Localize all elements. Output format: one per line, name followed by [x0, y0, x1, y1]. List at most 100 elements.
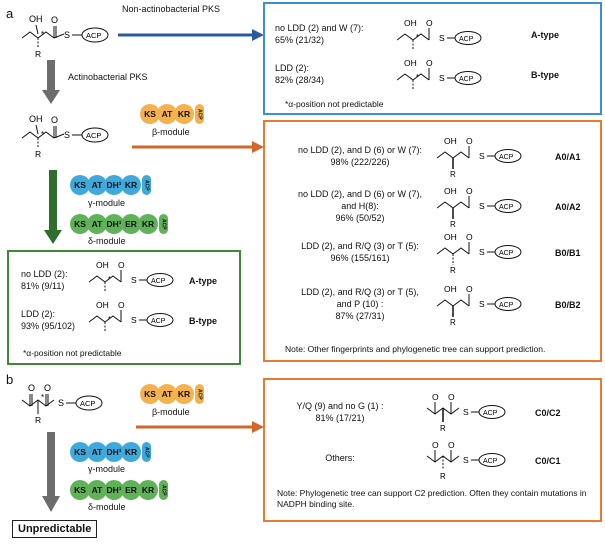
- er-domain: ER: [121, 480, 141, 500]
- at-domain: AT: [87, 480, 107, 500]
- blue-rule-2: LDD (2): 82% (28/34): [275, 63, 325, 85]
- start-molecule-b: O R * O S ACP: [21, 383, 103, 425]
- svg-text:OH: OH: [444, 186, 457, 196]
- orange-type-a0a2: A0/A2: [555, 202, 581, 212]
- svg-text:O: O: [466, 136, 473, 146]
- svg-text:OH: OH: [96, 300, 109, 310]
- svg-text:O: O: [432, 440, 439, 450]
- non-actinobacterial-label: Non-actinobacterial PKS: [122, 4, 221, 14]
- svg-text:S: S: [463, 407, 469, 417]
- unpredictable-label: Unpredictable: [12, 520, 98, 538]
- panel-a-label: a: [6, 6, 14, 21]
- ks-domain: KS: [140, 384, 160, 404]
- svg-text:R: R: [450, 266, 456, 275]
- ks-domain: KS: [70, 214, 90, 234]
- svg-text:O: O: [28, 383, 35, 393]
- svg-text:O: O: [426, 58, 433, 68]
- svg-text:S: S: [58, 398, 64, 408]
- svg-text:OH: OH: [404, 18, 417, 28]
- svg-text:OH: OH: [404, 58, 417, 68]
- panel-b-label: b: [6, 372, 14, 387]
- svg-text:ACP: ACP: [499, 154, 514, 161]
- svg-text:ACP: ACP: [80, 399, 95, 408]
- svg-text:R: R: [35, 49, 41, 59]
- acp-domain: ACP: [195, 104, 204, 124]
- svg-text:O: O: [448, 440, 455, 450]
- svg-text:S: S: [479, 201, 485, 211]
- beta-module-a: KS AT KR ACP: [140, 104, 204, 124]
- arrow-down-green: [44, 170, 62, 244]
- svg-text:*: *: [108, 276, 111, 283]
- svg-text:*: *: [41, 30, 44, 39]
- svg-text:S: S: [64, 30, 70, 40]
- at-domain: AT: [87, 175, 107, 195]
- svg-text:*: *: [41, 393, 44, 402]
- svg-text:OH: OH: [29, 114, 43, 124]
- blue-type-a: A-type: [531, 30, 560, 40]
- orange-prediction-box-b: Y/Q (9) and no G (1) : 81% (17/21) O R O…: [263, 378, 602, 522]
- green-footnote: *α-position not predictable: [23, 348, 122, 358]
- svg-text:OH: OH: [444, 232, 457, 242]
- start-molecule-a: OH R * O S ACP: [21, 14, 109, 59]
- gamma-module-label-a: γ-module: [88, 198, 126, 208]
- at-domain: AT: [157, 384, 177, 404]
- orange-prediction-box: no LDD (2), and D (6) or W (7): 98% (222…: [263, 120, 602, 362]
- blue-type-b: B-type: [531, 70, 560, 80]
- svg-text:S: S: [479, 151, 485, 161]
- ks-domain: KS: [70, 442, 90, 462]
- svg-text:ACP: ACP: [459, 36, 474, 43]
- svg-text:O: O: [466, 232, 473, 242]
- svg-text:ACP: ACP: [483, 410, 498, 417]
- orange-type-a0a1: A0/A1: [555, 152, 581, 162]
- blue-molecule-2: OH * O S ACP: [396, 58, 482, 90]
- svg-text:S: S: [439, 33, 445, 43]
- orange-b-type-c0c2: C0/C2: [535, 408, 561, 418]
- er-domain: ER: [121, 214, 141, 234]
- svg-text:OH: OH: [444, 136, 457, 146]
- svg-text:R: R: [440, 424, 446, 433]
- acp-domain: ACP: [159, 480, 168, 500]
- svg-text:*: *: [416, 74, 419, 81]
- svg-text:R: R: [440, 472, 446, 481]
- svg-text:O: O: [448, 392, 455, 402]
- dh-domain: DH¹: [104, 442, 124, 462]
- svg-text:S: S: [131, 275, 137, 285]
- svg-text:ACP: ACP: [151, 278, 166, 285]
- ks-domain: KS: [70, 175, 90, 195]
- svg-text:S: S: [64, 130, 70, 140]
- svg-text:ACP: ACP: [86, 31, 101, 40]
- orange-b-rule-2: Others:: [325, 453, 355, 463]
- acp-domain: ACP: [142, 442, 151, 462]
- svg-text:*: *: [41, 130, 44, 139]
- delta-module-a: KS AT DH¹ ER KR ACP: [70, 214, 168, 234]
- svg-text:O: O: [51, 15, 58, 25]
- orange-b-note: Note: Phylogenetic tree can support C2 p…: [277, 488, 587, 509]
- orange-b-type-c0c1: C0/C1: [535, 456, 561, 466]
- kr-domain: KR: [121, 175, 141, 195]
- dh-domain: DH¹: [104, 480, 124, 500]
- svg-text:O: O: [44, 383, 51, 393]
- svg-text:O: O: [118, 260, 125, 270]
- orange-rule-4: LDD (2), and R/Q (3) or T (5), and P (10…: [301, 287, 419, 321]
- green-type-b: B-type: [189, 316, 218, 326]
- svg-text:ACP: ACP: [499, 250, 514, 257]
- delta-module-label-b: δ-module: [88, 502, 126, 512]
- svg-text:R: R: [450, 170, 456, 179]
- orange-molecule-1: OH R O S ACP: [436, 136, 522, 179]
- ks-domain: KS: [140, 104, 160, 124]
- gamma-module-label-b: γ-module: [88, 464, 126, 474]
- at-domain: AT: [87, 214, 107, 234]
- arrow-to-blue-box: [118, 29, 264, 41]
- svg-text:R: R: [35, 149, 41, 159]
- orange-molecule-2: OH R O S ACP: [436, 186, 522, 229]
- orange-rule-1: no LDD (2), and D (6) or W (7): 98% (222…: [297, 145, 423, 167]
- kr-domain: KR: [174, 384, 194, 404]
- kr-domain: KR: [121, 442, 141, 462]
- svg-text:ACP: ACP: [459, 76, 474, 83]
- delta-module-b: KS AT DH¹ ER KR ACP: [70, 480, 168, 500]
- gamma-module-a: KS AT DH¹ KR ACP: [70, 175, 151, 195]
- svg-text:OH: OH: [444, 284, 457, 294]
- orange-rule-2: no LDD (2), and D (6) or W (7), and H(8)…: [297, 189, 423, 223]
- green-molecule-1: OH * O S ACP: [88, 260, 174, 292]
- kr-domain: KR: [138, 480, 158, 500]
